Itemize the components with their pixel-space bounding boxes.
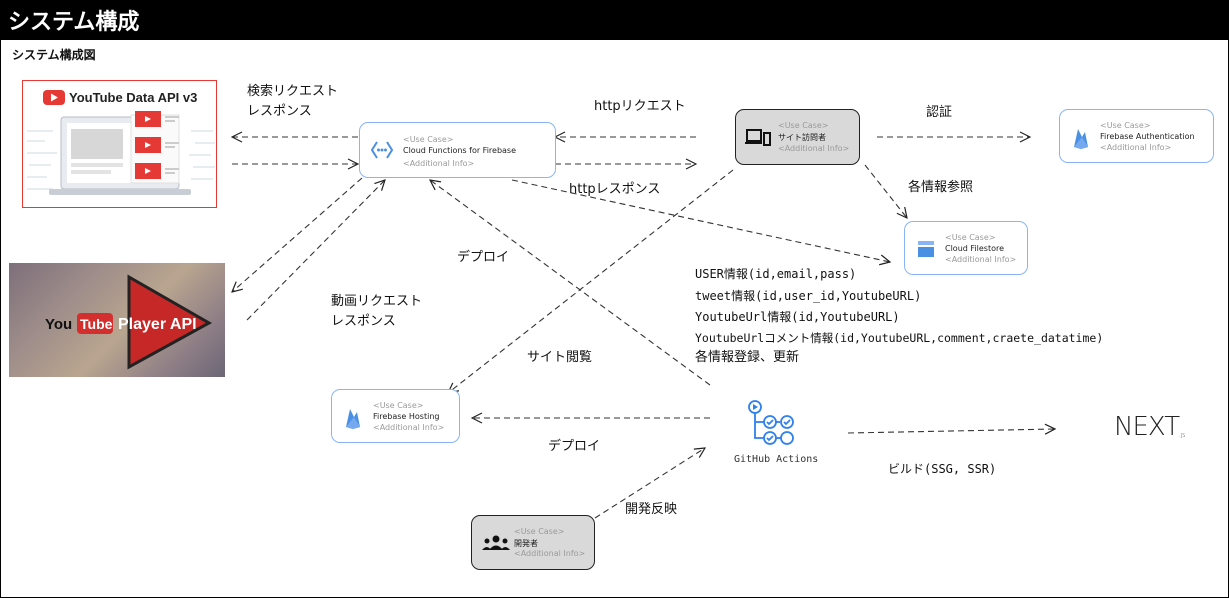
youtube-tube-badge bbox=[77, 313, 113, 334]
stereotype-label: <Use Case> bbox=[945, 233, 996, 242]
diagram-subtitle: システム構成図 bbox=[12, 48, 96, 62]
label-search-response: レスポンス bbox=[247, 104, 312, 119]
youtube-data-api-logo: YouTube Data API v3 bbox=[22, 80, 217, 208]
node-cloud-firestore[interactable]: <Use Case> Cloud Filestore <Additional I… bbox=[904, 221, 1028, 275]
nextjs-logo-text: NEXT bbox=[1114, 412, 1180, 442]
edge-developer-to-github bbox=[594, 448, 705, 519]
edge-github-to-next bbox=[847, 429, 1055, 433]
info-line: YoutubeUrlコメント情報(id,YoutubeURL,comment,c… bbox=[695, 331, 1104, 345]
stereotype-label: <Use Case> bbox=[403, 135, 454, 144]
label-http-request: httpリクエスト bbox=[594, 99, 686, 114]
node-firebase-hosting[interactable]: <Use Case> Firebase Hosting <Additional … bbox=[331, 389, 460, 443]
label-build: ビルド(SSG, SSR) bbox=[888, 462, 997, 476]
label-video-response: レスポンス bbox=[331, 314, 396, 329]
player-api-text: Player API bbox=[118, 316, 197, 333]
additional-info-label: <Additional Info> bbox=[778, 144, 850, 153]
label-deploy-functions: デプロイ bbox=[457, 250, 510, 265]
info-line: tweet情報(id,user_id,YoutubeURL) bbox=[695, 289, 922, 303]
title-bar: システム構成 bbox=[0, 0, 1229, 40]
cloud-functions-icon bbox=[370, 138, 394, 166]
edge-visitor-to-firestore bbox=[864, 164, 907, 218]
edge-player-to-cf bbox=[246, 180, 385, 321]
label-dev-reflect: 開発反映 bbox=[625, 502, 678, 517]
label-site-view: サイト閲覧 bbox=[527, 350, 593, 365]
label-auth: 認証 bbox=[926, 105, 953, 120]
github-actions-icon[interactable] bbox=[746, 398, 798, 452]
edge-cf-to-player bbox=[232, 177, 363, 292]
info-line: YoutubeUrl情報(id,YoutubeURL) bbox=[695, 310, 900, 324]
youtube-player-api-logo: You Tube Player API bbox=[9, 263, 225, 377]
node-name: Cloud Filestore bbox=[945, 244, 1005, 253]
node-name: Firebase Hosting bbox=[373, 412, 440, 421]
page-title: システム構成 bbox=[8, 10, 140, 35]
info-line: 各情報登録、更新 bbox=[695, 350, 800, 365]
additional-info-label: <Additional Info> bbox=[514, 549, 586, 558]
label-refer: 各情報参照 bbox=[908, 180, 974, 195]
github-actions-label: GitHub Actions bbox=[734, 454, 819, 465]
database-icon bbox=[916, 239, 936, 263]
label-http-response: httpレスポンス bbox=[569, 182, 661, 197]
node-name: Firebase Authentication bbox=[1100, 132, 1195, 141]
node-developer[interactable]: <Use Case> 開発者 <Additional Info> bbox=[471, 515, 595, 570]
additional-info-label: <Additional Info> bbox=[1100, 143, 1172, 152]
edge-visitor-to-hosting bbox=[448, 169, 734, 393]
youtube-data-api-text: YouTube Data API v3 bbox=[69, 90, 197, 105]
stereotype-label: <Use Case> bbox=[778, 121, 829, 130]
youtube-you-text: You bbox=[45, 316, 72, 333]
devices-icon bbox=[745, 127, 771, 153]
node-name: 開発者 bbox=[514, 539, 538, 548]
label-search-request: 検索リクエスト bbox=[247, 84, 339, 99]
firebase-icon bbox=[1072, 127, 1090, 153]
additional-info-label: <Additional Info> bbox=[945, 255, 1017, 264]
edge-cf-to-firestore bbox=[511, 179, 890, 262]
stereotype-label: <Use Case> bbox=[514, 527, 565, 536]
youtube-data-api-illustration: YouTube Data API v3 bbox=[27, 90, 215, 195]
youtube-tube-text: Tube bbox=[80, 316, 113, 332]
additional-info-label: <Additional Info> bbox=[403, 159, 475, 168]
node-name: Cloud Functions for Firebase bbox=[403, 146, 517, 155]
stereotype-label: <Use Case> bbox=[373, 401, 424, 410]
edge-github-to-cf bbox=[430, 180, 711, 386]
label-deploy-hosting: デプロイ bbox=[548, 439, 601, 454]
node-cloud-functions[interactable]: <Use Case> Cloud Functions for Firebase … bbox=[359, 122, 556, 178]
node-name: サイト訪問者 bbox=[778, 133, 826, 142]
youtube-player-illustration: You Tube Player API bbox=[45, 274, 213, 370]
stereotype-label: <Use Case> bbox=[1100, 121, 1151, 130]
firebase-icon bbox=[344, 407, 362, 433]
nextjs-logo: NEXT.JS bbox=[1114, 412, 1185, 442]
node-firebase-auth[interactable]: <Use Case> Firebase Authentication <Addi… bbox=[1059, 109, 1214, 163]
additional-info-label: <Additional Info> bbox=[373, 423, 445, 432]
info-line: USER情報(id,email,pass) bbox=[695, 267, 857, 281]
group-icon bbox=[482, 535, 510, 555]
nextjs-logo-suffix: .JS bbox=[1179, 433, 1186, 439]
label-video-request: 動画リクエスト bbox=[331, 294, 423, 309]
node-site-visitor[interactable]: <Use Case> サイト訪問者 <Additional Info> bbox=[735, 109, 860, 165]
